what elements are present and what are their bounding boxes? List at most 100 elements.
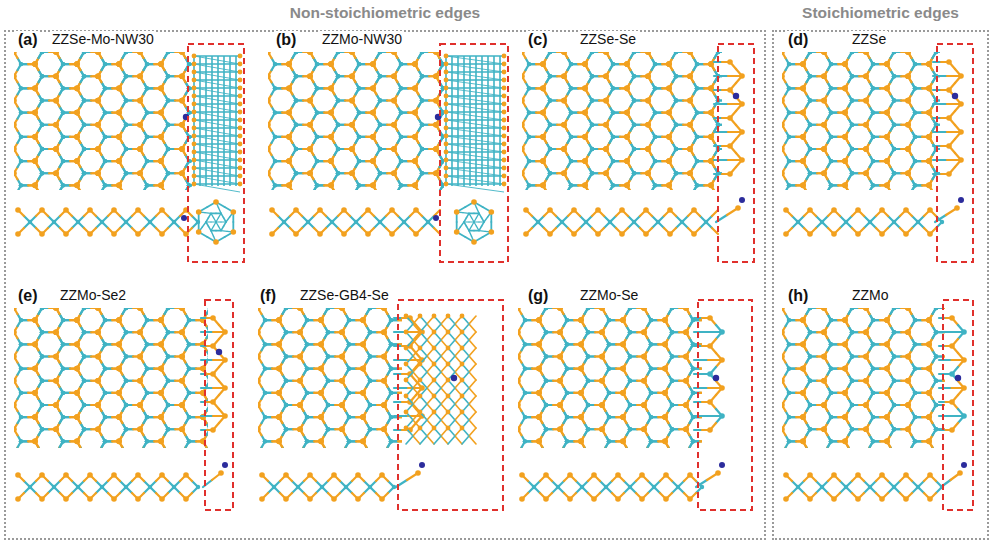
atom	[19, 183, 23, 187]
atom	[61, 110, 65, 114]
atom	[82, 98, 86, 102]
atom	[137, 146, 143, 152]
atom	[336, 147, 340, 151]
atom	[74, 86, 80, 92]
nanowire-bond	[194, 79, 240, 80]
atom	[420, 74, 424, 78]
atom	[166, 123, 170, 127]
atom	[137, 122, 143, 128]
atom	[391, 122, 397, 128]
atom	[378, 74, 382, 78]
atom	[145, 110, 149, 114]
nanowire-bond	[194, 80, 240, 88]
nanowire-bond	[194, 71, 240, 72]
atom	[286, 134, 292, 140]
atom	[145, 135, 149, 139]
atom	[349, 146, 355, 152]
atom	[399, 110, 403, 114]
nanowire-bond	[194, 160, 240, 168]
atom	[273, 135, 277, 139]
atom	[315, 159, 319, 163]
atom	[95, 146, 101, 152]
atom	[412, 61, 418, 67]
atom	[40, 123, 44, 127]
atom	[116, 86, 122, 92]
atom	[399, 62, 403, 66]
atom	[336, 98, 340, 102]
atom	[145, 62, 149, 66]
atom	[53, 98, 59, 104]
atom	[399, 159, 403, 163]
atom	[420, 74, 424, 78]
atom	[315, 62, 319, 66]
atom	[357, 159, 361, 163]
atom	[412, 158, 418, 164]
atom	[370, 86, 376, 92]
atom	[420, 171, 424, 175]
atom	[357, 159, 361, 163]
atom	[294, 52, 298, 54]
atom	[166, 171, 170, 175]
atom	[19, 62, 23, 66]
atom	[328, 183, 334, 189]
atom	[399, 135, 403, 139]
atom	[82, 171, 86, 175]
atom	[268, 146, 271, 152]
atom	[124, 123, 128, 127]
atom	[116, 86, 122, 92]
atom	[32, 134, 38, 140]
atom	[116, 61, 122, 67]
atom	[286, 183, 292, 189]
atom	[315, 159, 319, 163]
atom	[370, 183, 376, 189]
atom	[103, 135, 107, 139]
atom	[187, 62, 191, 66]
atom	[399, 62, 403, 66]
atom	[124, 98, 128, 102]
atom	[294, 147, 298, 151]
atom	[116, 158, 122, 164]
atom	[286, 110, 292, 116]
atom	[391, 146, 397, 152]
atom	[307, 122, 313, 128]
atom	[172, 220, 176, 224]
atom	[145, 183, 149, 187]
atom	[307, 73, 313, 79]
atom	[137, 98, 143, 104]
bond	[216, 222, 219, 226]
atom	[74, 134, 80, 140]
atom	[32, 61, 38, 67]
atom	[286, 86, 292, 92]
atom	[111, 207, 117, 213]
atom	[40, 171, 44, 175]
atom	[145, 135, 149, 139]
atom	[315, 86, 319, 90]
atom	[103, 159, 107, 163]
atom	[238, 126, 243, 131]
atom	[349, 122, 355, 128]
atom	[307, 52, 313, 55]
atom	[399, 159, 403, 163]
atom	[307, 98, 313, 104]
atom	[61, 135, 65, 139]
atom	[145, 86, 149, 90]
atom	[378, 171, 382, 175]
atom	[192, 182, 197, 187]
atom	[82, 98, 86, 102]
nanowire-bond	[194, 119, 240, 120]
atom	[412, 134, 418, 140]
atom	[116, 61, 122, 67]
atom	[124, 98, 128, 102]
atom	[32, 134, 38, 140]
atom	[412, 134, 418, 140]
atom	[433, 73, 439, 79]
atom	[213, 199, 219, 205]
atom	[166, 171, 170, 175]
atom	[179, 122, 185, 128]
atom	[378, 98, 382, 102]
bond	[216, 218, 219, 222]
atom	[74, 183, 80, 189]
atom	[231, 209, 237, 215]
atom	[391, 122, 397, 128]
atom	[336, 147, 340, 151]
